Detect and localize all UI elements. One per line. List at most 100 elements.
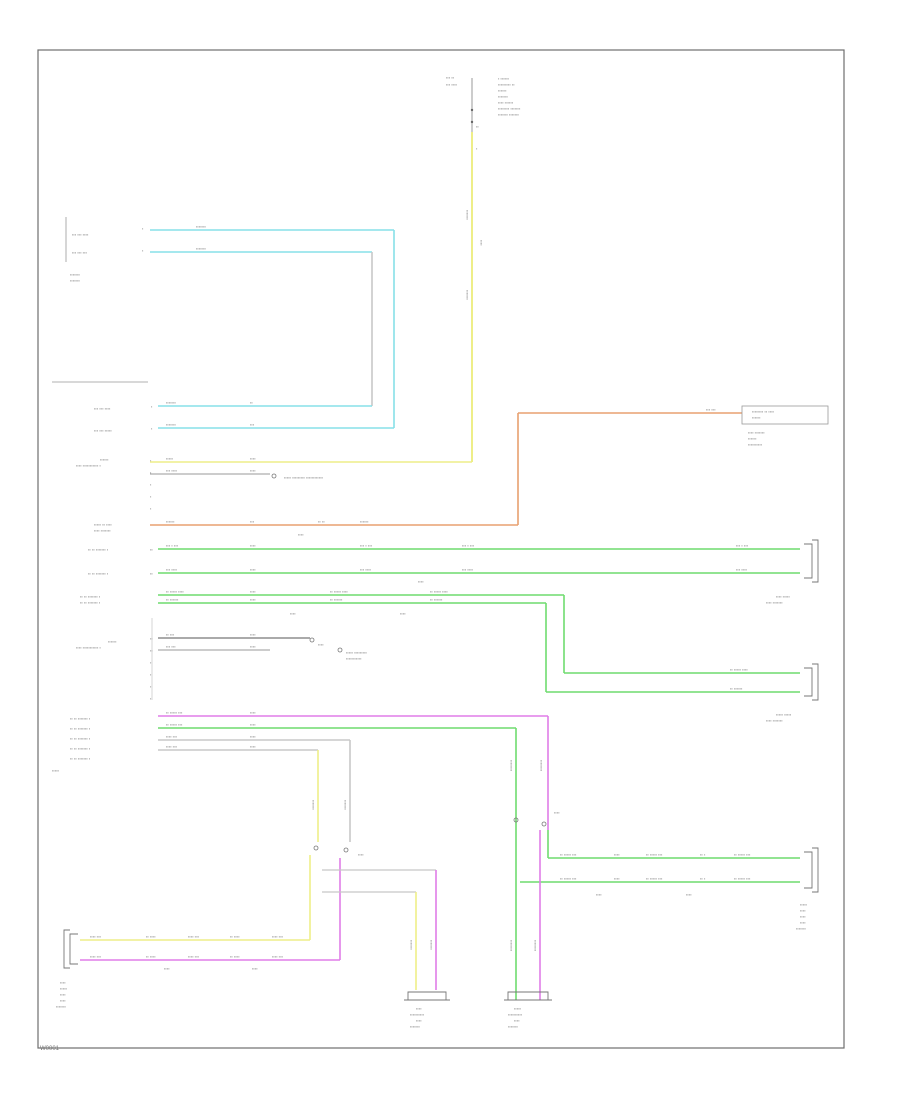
svg-text:▪▪▪▪▪▪▪▪: ▪▪▪▪▪▪▪▪ [539, 760, 544, 772]
svg-text:▪▪▪▪: ▪▪▪▪ [614, 852, 620, 857]
svg-text:▪: ▪ [150, 470, 152, 475]
svg-text:▪▪▪▪▪: ▪▪▪▪▪ [52, 768, 60, 773]
svg-text:▪▪▪▪ ▪▪▪: ▪▪▪▪ ▪▪▪ [272, 954, 284, 959]
svg-text:▪▪▪▪ ▪▪▪: ▪▪▪▪ ▪▪▪ [272, 934, 284, 939]
svg-text:▪▪ ▪▪▪▪▪▪: ▪▪ ▪▪▪▪▪▪ [430, 597, 443, 602]
svg-text:▪▪▪▪: ▪▪▪▪ [250, 734, 256, 739]
orange-circuit: ▪▪▪ ▪▪▪ ▪▪▪▪▪▪▪▪ ▪▪ ▪▪▪▪ ▪▪▪▪▪▪ ▪▪▪▪ ▪▪▪… [150, 405, 829, 537]
svg-text:▪▪▪▪▪▪▪: ▪▪▪▪▪▪▪ [196, 246, 207, 251]
svg-text:▪▪ ▪▪ ▪▪▪▪▪▪▪ ▪: ▪▪ ▪▪ ▪▪▪▪▪▪▪ ▪ [70, 716, 91, 721]
svg-text:▪▪▪▪ ▪▪▪▪▪▪▪: ▪▪▪▪ ▪▪▪▪▪▪▪ [766, 718, 783, 723]
svg-text:▪: ▪ [150, 660, 152, 665]
svg-text:▪▪▪▪▪ ▪▪ ▪▪▪▪: ▪▪▪▪▪ ▪▪ ▪▪▪▪ [94, 522, 112, 527]
svg-text:▪▪▪▪▪▪▪: ▪▪▪▪▪▪▪ [196, 224, 207, 229]
svg-text:▪▪ ▪▪: ▪▪ ▪▪ [318, 519, 325, 524]
svg-text:▪▪ ▪▪▪▪▪ ▪▪▪: ▪▪ ▪▪▪▪▪ ▪▪▪ [646, 852, 663, 857]
svg-text:▪▪▪▪ ▪▪▪▪▪▪▪: ▪▪▪▪ ▪▪▪▪▪▪▪ [766, 600, 783, 605]
svg-text:▪▪▪▪: ▪▪▪▪ [250, 632, 256, 637]
svg-text:▪▪▪▪▪▪: ▪▪▪▪▪▪ [100, 457, 109, 462]
svg-text:▪▪▪ ▪▪▪▪: ▪▪▪ ▪▪▪▪ [166, 567, 178, 572]
svg-text:▪▪▪▪: ▪▪▪▪ [418, 579, 424, 584]
svg-text:▪▪▪▪▪▪▪▪▪▪: ▪▪▪▪▪▪▪▪▪▪ [410, 1012, 425, 1017]
svg-text:▪▪▪▪▪▪▪: ▪▪▪▪▪▪▪ [70, 278, 81, 283]
diagram-frame [37, 49, 845, 1049]
svg-text:▪▪ ▪▪ ▪▪▪▪▪▪▪ ▪: ▪▪ ▪▪ ▪▪▪▪▪▪▪ ▪ [88, 547, 109, 552]
svg-text:▪▪▪▪▪▪▪▪▪▪: ▪▪▪▪▪▪▪▪▪▪ [508, 1012, 523, 1017]
radio-ground-circuits: ▪▪▪▪▪▪ ▪▪▪▪ ▪▪▪▪▪▪▪▪▪▪▪ ▪ ▪▪ ▪▪ ▪ ▪ ▪ ▪ … [76, 618, 368, 701]
svg-text:▪▪ ▪▪▪▪: ▪▪ ▪▪▪▪ [146, 954, 156, 959]
svg-text:▪▪▪▪▪▪▪: ▪▪▪▪▪▪▪ [796, 926, 807, 931]
svg-text:▪▪ ▪▪▪▪▪ ▪▪▪▪: ▪▪ ▪▪▪▪▪ ▪▪▪▪ [330, 589, 348, 594]
svg-text:▪▪▪ ▪▪▪▪: ▪▪▪ ▪▪▪▪ [360, 567, 372, 572]
svg-text:▪▪ ▪▪▪▪▪ ▪▪▪: ▪▪ ▪▪▪▪▪ ▪▪▪ [166, 722, 183, 727]
svg-text:▪: ▪ [150, 494, 152, 499]
svg-text:▪▪▪▪▪▪▪ ▪▪▪▪▪▪▪: ▪▪▪▪▪▪▪ ▪▪▪▪▪▪▪ [498, 112, 520, 117]
svg-text:▪▪▪ ▪▪▪ ▪▪▪▪: ▪▪▪ ▪▪▪ ▪▪▪▪ [72, 232, 89, 237]
svg-text:▪ ▪▪▪▪▪▪: ▪ ▪▪▪▪▪▪ [498, 76, 510, 81]
svg-text:▪▪▪▪▪▪▪: ▪▪▪▪▪▪▪ [311, 800, 316, 811]
svg-text:▪▪ ▪▪ ▪▪▪▪▪▪▪ ▪: ▪▪ ▪▪ ▪▪▪▪▪▪▪ ▪ [70, 736, 91, 741]
svg-text:▪▪▪▪: ▪▪▪▪ [252, 966, 258, 971]
svg-text:▪▪ ▪▪▪: ▪▪ ▪▪▪ [166, 632, 175, 637]
svg-text:▪▪▪▪ ▪▪▪▪▪▪▪▪▪▪▪ ▪: ▪▪▪▪ ▪▪▪▪▪▪▪▪▪▪▪ ▪ [76, 463, 101, 468]
svg-text:▪▪▪▪▪▪▪▪ ▪▪ ▪▪▪▪: ▪▪▪▪▪▪▪▪ ▪▪ ▪▪▪▪ [752, 409, 775, 414]
svg-text:▪▪ ▪: ▪▪ ▪ [700, 852, 706, 857]
svg-text:▪▪▪▪▪▪: ▪▪▪▪▪▪ [360, 519, 369, 524]
svg-text:▪▪▪▪▪▪▪▪: ▪▪▪▪▪▪▪▪ [509, 940, 514, 952]
svg-text:▪▪ ▪▪▪▪▪ ▪▪▪▪: ▪▪ ▪▪▪▪▪ ▪▪▪▪ [166, 589, 184, 594]
svg-text:▪▪▪▪▪▪▪: ▪▪▪▪▪▪▪ [343, 800, 348, 811]
svg-text:▪▪▪▪▪ ▪▪▪▪▪▪▪▪▪: ▪▪▪▪▪ ▪▪▪▪▪▪▪▪▪ [346, 650, 368, 655]
svg-text:▪▪▪ ▪ ▪▪▪: ▪▪▪ ▪ ▪▪▪ [736, 543, 749, 548]
svg-text:▪▪▪ ▪ ▪▪▪: ▪▪▪ ▪ ▪▪▪ [360, 543, 373, 548]
svg-text:▪: ▪ [150, 458, 152, 463]
svg-text:▪▪ ▪▪▪▪▪▪: ▪▪ ▪▪▪▪▪▪ [730, 686, 743, 691]
svg-text:▪▪ ▪▪▪▪: ▪▪ ▪▪▪▪ [146, 934, 156, 939]
svg-text:▪▪▪▪▪▪▪▪▪▪: ▪▪▪▪▪▪▪▪▪▪ [748, 442, 763, 447]
svg-text:▪▪▪▪▪▪▪▪: ▪▪▪▪▪▪▪▪ [533, 940, 538, 952]
svg-text:▪▪ ▪▪ ▪▪▪▪▪▪▪ ▪: ▪▪ ▪▪ ▪▪▪▪▪▪▪ ▪ [70, 746, 91, 751]
svg-text:▪▪ ▪▪▪▪▪ ▪▪▪: ▪▪ ▪▪▪▪▪ ▪▪▪ [560, 876, 577, 881]
svg-text:▪▪: ▪▪ [476, 124, 479, 129]
right-front-door-speaker-circuits: ▪▪ ▪▪ ▪▪▪▪▪▪▪ ▪ ▪▪ ▪▪ ▪▪▪▪▪▪▪ ▪ ▪▪ ▪▪▪▪▪… [80, 589, 819, 723]
svg-text:▪▪▪ ▪▪▪: ▪▪▪ ▪▪▪ [166, 644, 176, 649]
svg-text:▪▪▪▪ ▪▪▪: ▪▪▪▪ ▪▪▪ [90, 954, 102, 959]
diagram-footer-code: W0001 [40, 1046, 60, 1052]
svg-text:▪▪ ▪▪▪▪▪▪: ▪▪ ▪▪▪▪▪▪ [330, 597, 343, 602]
svg-text:▪▪▪▪: ▪▪▪▪ [298, 532, 304, 537]
svg-text:▪▪▪▪▪: ▪▪▪▪▪ [514, 1006, 522, 1011]
svg-text:▪▪▪▪: ▪▪▪▪ [800, 914, 806, 919]
svg-text:▪▪▪▪: ▪▪▪▪ [164, 966, 170, 971]
svg-text:▪▪▪▪▪: ▪▪▪▪▪ [166, 456, 174, 461]
svg-text:▪▪▪▪: ▪▪▪▪ [60, 980, 66, 985]
svg-text:▪▪▪▪▪▪▪: ▪▪▪▪▪▪▪ [166, 422, 177, 427]
svg-text:▪▪ ▪▪▪▪▪ ▪▪▪▪: ▪▪ ▪▪▪▪▪ ▪▪▪▪ [430, 589, 448, 594]
svg-text:▪▪▪▪ ▪▪▪▪▪▪▪: ▪▪▪▪ ▪▪▪▪▪▪▪ [748, 430, 765, 435]
svg-text:▪▪ ▪▪▪▪▪ ▪▪▪: ▪▪ ▪▪▪▪▪ ▪▪▪ [734, 852, 751, 857]
svg-text:▪: ▪ [476, 146, 478, 151]
svg-text:▪▪▪▪: ▪▪▪▪ [250, 567, 256, 572]
svg-text:▪▪▪▪▪▪▪: ▪▪▪▪▪▪▪ [166, 400, 177, 405]
svg-text:▪▪▪▪: ▪▪▪▪ [358, 852, 364, 857]
svg-text:▪▪ ▪▪▪▪▪ ▪▪▪: ▪▪ ▪▪▪▪▪ ▪▪▪ [166, 710, 183, 715]
svg-text:▪▪▪▪▪▪: ▪▪▪▪▪▪ [108, 639, 117, 644]
svg-text:▪▪▪▪ ▪▪▪▪▪▪: ▪▪▪▪ ▪▪▪▪▪▪ [498, 100, 514, 105]
svg-text:▪▪▪▪▪▪▪: ▪▪▪▪▪▪▪ [498, 94, 509, 99]
svg-text:▪▪▪▪▪▪: ▪▪▪▪▪▪ [166, 519, 175, 524]
svg-text:▪▪▪▪: ▪▪▪▪ [416, 1006, 422, 1011]
svg-text:▪▪▪ ▪▪▪▪: ▪▪▪ ▪▪▪▪ [446, 82, 458, 87]
svg-text:▪▪▪▪ ▪▪▪▪▪▪▪▪▪▪▪ ▪: ▪▪▪▪ ▪▪▪▪▪▪▪▪▪▪▪ ▪ [76, 645, 101, 650]
svg-text:▪▪▪▪: ▪▪▪▪ [596, 892, 602, 897]
svg-text:▪▪▪▪ ▪▪▪: ▪▪▪▪ ▪▪▪ [90, 934, 102, 939]
svg-text:▪▪▪: ▪▪▪ [250, 519, 255, 524]
top-fuse-feed: ▪▪▪ ▪▪ ▪▪▪ ▪▪▪▪ ▪ ▪▪▪▪▪▪ ▪▪▪▪▪▪▪▪▪ ▪▪ ▪▪… [446, 75, 521, 462]
svg-text:▪▪▪▪: ▪▪▪▪ [60, 998, 66, 1003]
svg-text:▪▪▪ ▪ ▪▪▪: ▪▪▪ ▪ ▪▪▪ [462, 543, 475, 548]
svg-text:▪▪▪ ▪▪▪ ▪▪▪▪▪: ▪▪▪ ▪▪▪ ▪▪▪▪▪ [94, 428, 112, 433]
radio-connector-labels: ▪▪▪▪▪▪ ▪▪▪▪ ▪▪▪▪▪▪▪▪▪▪▪ ▪ ▪ ▪ ▪ ▪ ▪ ▪▪▪▪… [76, 456, 472, 533]
svg-text:▪: ▪ [142, 248, 144, 253]
svg-text:▪▪▪▪▪▪▪: ▪▪▪▪▪▪▪ [465, 290, 470, 301]
rear-speaker-circuits: ▪▪ ▪▪ ▪▪▪▪▪▪▪ ▪ ▪▪ ▪▪ ▪▪▪▪▪▪▪ ▪ ▪▪ ▪▪ ▪▪… [52, 710, 819, 1029]
svg-text:▪▪▪▪: ▪▪▪▪ [400, 611, 406, 616]
